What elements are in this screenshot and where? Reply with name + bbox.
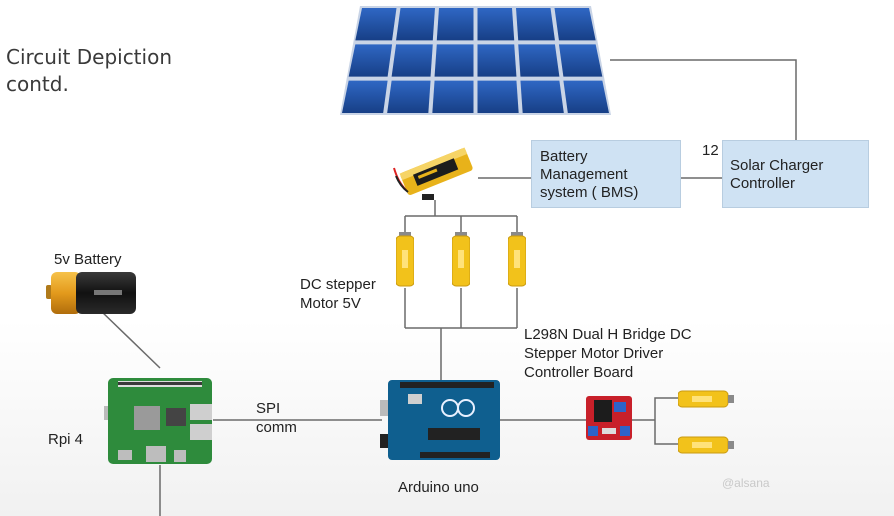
dc-motor [677,436,736,459]
lipo-battery [392,142,480,204]
solar-cell [387,80,431,113]
battery-5v [46,270,138,321]
solar-panel [338,4,613,117]
watermark: @alsana [722,476,770,490]
l298n-driver-board [586,396,632,445]
spi-comm-label: SPI comm [256,400,297,436]
solar-cell [436,8,474,41]
solar-cell [516,8,555,41]
arduino-uno [380,378,502,467]
solar-cell [554,8,596,41]
solar-charger-controller-box: Solar Charger Controller [722,140,869,208]
solar-cell [558,44,603,77]
solar-cell [477,44,517,77]
solar-cell [477,8,515,41]
l298n-label: L298N Dual H Bridge DC Stepper Motor Dri… [524,326,692,381]
solar-cell [520,80,564,113]
solar-cell [396,8,435,41]
solar-cell [434,44,474,77]
battery-5v-label: 5v Battery [54,251,122,268]
solar-cell [518,44,560,77]
page-title: Circuit Depiction contd. [6,45,172,96]
solar-cell [391,44,433,77]
dc-stepper-motor [507,232,527,293]
solar-cell [355,8,397,41]
dc-stepper-label: DC stepper Motor 5V [300,276,376,312]
solar-cell [432,80,474,113]
solar-cell [477,80,519,113]
arduino-label: Arduino uno [398,479,479,496]
dc-motor [677,390,736,413]
rpi-label: Rpi 4 [48,431,84,448]
raspberry-pi-4 [104,376,216,473]
bms-box: Battery Management system ( BMS) [531,140,681,208]
solar-cell [563,80,609,113]
dc-stepper-motor [451,232,471,293]
dc-stepper-motor [395,232,415,293]
solar-cell [348,44,393,77]
solar-cell [342,80,388,113]
